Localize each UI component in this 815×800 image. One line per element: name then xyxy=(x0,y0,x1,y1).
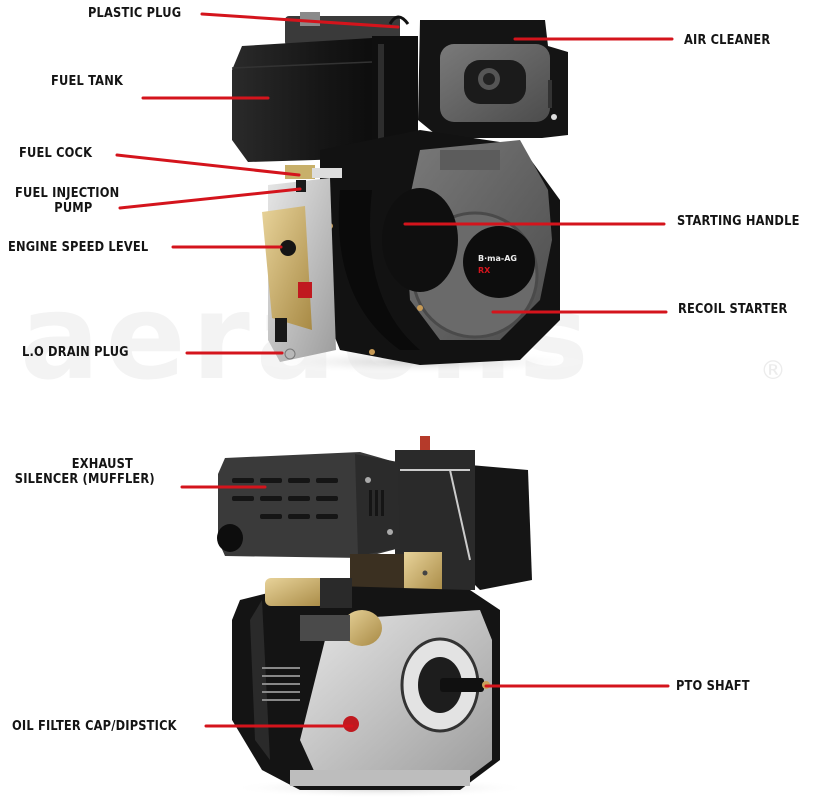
leader-fuel-cock xyxy=(115,153,301,177)
label-fuel-injection-pump-line1: FUEL INJECTION xyxy=(15,186,120,201)
label-fuel-tank: FUEL TANK xyxy=(51,74,123,89)
label-oil-filter-cap: OIL FILTER CAP/DIPSTICK xyxy=(12,719,177,734)
label-plastic-plug: PLASTIC PLUG xyxy=(88,6,182,21)
label-exhaust-silencer: EXHAUST SILENCER (MUFFLER) xyxy=(10,457,160,487)
label-exhaust-silencer-line2: SILENCER (MUFFLER) xyxy=(14,472,155,487)
leader-lines xyxy=(115,12,674,728)
label-fuel-injection-pump: FUEL INJECTION PUMP xyxy=(10,186,124,216)
label-lo-drain-plug: L.O DRAIN PLUG xyxy=(22,345,129,360)
svg-text:RX: RX xyxy=(478,266,491,275)
label-fuel-injection-pump-line2: PUMP xyxy=(54,201,93,216)
label-recoil-starter: RECOIL STARTER xyxy=(678,302,788,317)
leader-fuel-injection-pump xyxy=(118,187,302,210)
watermark-registered-mark: ® xyxy=(760,356,786,386)
svg-text:B·ma-AG: B·ma-AG xyxy=(478,254,517,263)
label-fuel-cock: FUEL COCK xyxy=(19,146,93,161)
label-air-cleaner: AIR CLEANER xyxy=(684,33,771,48)
label-exhaust-silencer-line1: EXHAUST xyxy=(71,457,134,472)
label-engine-speed-level: ENGINE SPEED LEVEL xyxy=(8,240,149,255)
label-pto-shaft: PTO SHAFT xyxy=(676,679,750,694)
leader-plastic-plug xyxy=(200,12,400,29)
label-starting-handle: STARTING HANDLE xyxy=(677,214,800,229)
